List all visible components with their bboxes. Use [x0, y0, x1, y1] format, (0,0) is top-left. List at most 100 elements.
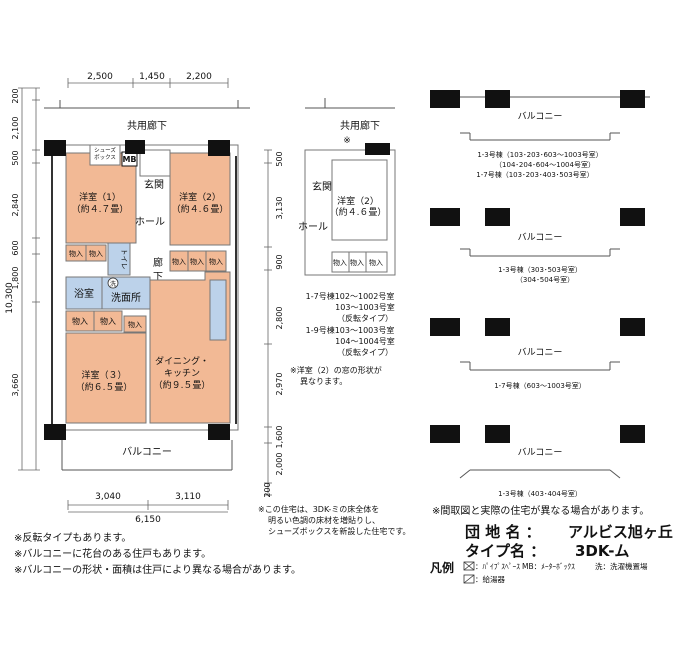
alt-mark: ※ — [343, 136, 351, 146]
balcony-variant-3-caption-1: 1-7号棟（603～1003号室） — [494, 381, 586, 390]
alt-corridor-label: 共用廊下 — [340, 119, 380, 132]
dim-top-3: 2,200 — [186, 72, 212, 82]
dim-top-1: 2,500 — [87, 72, 113, 82]
toilet-label: トイレ — [120, 249, 128, 270]
center-note-3: シューズボックスを新設した住宅です。 — [268, 526, 411, 536]
alt-room-name: 洋室（2） — [337, 195, 379, 207]
alt-storage-3 — [365, 251, 388, 273]
inner-corridor-label-1: 廊 — [153, 256, 163, 269]
left-notes: ※反転タイプもあります。 ※バルコニーに花台のある住戸もあります。 ※バルコニー… — [14, 532, 301, 576]
room-3-size: （約６.５畳） — [76, 381, 133, 393]
left-note-3: ※バルコニーの形状・面積は住戸により異なる場合があります。 — [14, 563, 301, 576]
hall-label: ホール — [135, 216, 165, 228]
balcony-variant-3-label: バルコニー — [518, 347, 563, 358]
room-2 — [169, 152, 231, 246]
shoe-box-label-1: シューズ — [94, 146, 116, 154]
washer-label: 洗 — [110, 280, 116, 288]
balcony-variant-1-caption-3: 1-7号棟（103･203･403･503号室） — [476, 170, 593, 179]
alt-note-1: ※洋室（2）の窓の形状が — [290, 365, 382, 375]
left-dimensions: 200 2,100 500 2,840 600 1,800 3,660 10,3… — [5, 87, 40, 471]
disclaimer: ※間取図と実際の住宅が異なる場合があります。 — [432, 504, 649, 517]
shoe-box — [89, 144, 121, 166]
alt-hall-label: ホール — [298, 221, 328, 233]
dim-left-1: 200 — [11, 88, 20, 103]
legend-heater: ：給湯器 — [475, 574, 505, 584]
legend-ps: ：ﾊﾟｲﾌﾟｽﾍﾟｰｽ — [475, 562, 520, 571]
dim-right-8: 200 — [263, 482, 272, 497]
dim-left-2: 2,100 — [11, 117, 20, 140]
dk-name-2: キッチン — [164, 368, 200, 379]
danchi-value: アルビス旭ヶ丘 — [568, 523, 673, 541]
balcony-variant-2-label: バルコニー — [518, 232, 563, 243]
dim-left-6: 1,800 — [11, 267, 20, 290]
dim-left-3: 500 — [11, 150, 20, 165]
balcony-variant-4-label: バルコニー — [518, 447, 563, 458]
main-corridor-label: 共用廊下 — [127, 119, 167, 132]
storage-4-label: 物入 — [190, 257, 204, 266]
main-plan: 共用廊下 洋室（1） （約４.７畳） シューズ ボックス MB 玄関 ホール 洋… — [44, 100, 250, 471]
washroom-label: 洗面所 — [111, 292, 141, 304]
washer-marker — [107, 277, 119, 289]
storage-3-label: 物入 — [172, 257, 186, 266]
room-1-size: （約４.７畳） — [72, 203, 129, 215]
balcony-variant-1-caption-2: （104･204･604～1004号室） — [495, 160, 595, 169]
alt-caption-6: （反転タイプ） — [337, 347, 393, 357]
storage-8 — [123, 315, 147, 333]
legend-title: 凡例 — [430, 560, 454, 575]
dim-right-6: 1,600 — [275, 426, 284, 449]
alt-storage-3-label: 物入 — [369, 258, 383, 267]
room-2-size: （約４.６畳） — [172, 203, 229, 215]
storage-8-label: 物入 — [128, 320, 142, 329]
right-dimensions: 500 3,130 900 2,800 2,970 1,600 2,000 20… — [263, 149, 284, 498]
dim-left-7: 3,660 — [11, 374, 20, 397]
dk-name-1: ダイニング・ — [155, 355, 209, 367]
dim-right-1: 500 — [275, 151, 284, 166]
alt-caption-2: 103～1003号室 — [335, 302, 395, 312]
entrance — [139, 149, 171, 177]
dim-left-5: 600 — [11, 240, 20, 255]
toilet — [107, 242, 131, 276]
alt-room-size: （約４.６畳） — [330, 206, 387, 218]
storage-2-label: 物入 — [89, 249, 103, 258]
storage-7-label: 物入 — [100, 316, 116, 326]
storage-5 — [205, 250, 227, 272]
alt-entrance-label: 玄関 — [312, 180, 332, 193]
left-note-2: ※バルコニーに花台のある住戸もあります。 — [14, 547, 211, 560]
alt-storage-1-label: 物入 — [333, 258, 347, 267]
storage-5-label: 物入 — [209, 257, 223, 266]
meter-box-label: MB — [122, 155, 136, 164]
alt-caption-1: 1-7号棟102～1002号室 — [306, 291, 395, 301]
alt-caption-4: 1-9号棟103～1003号室 — [306, 325, 395, 335]
title-block: ※間取図と実際の住宅が異なる場合があります。 団 地 名 ： アルビス旭ヶ丘 タ… — [430, 504, 673, 584]
dim-left-4: 2,840 — [11, 194, 20, 217]
bath-label: 浴室 — [74, 287, 94, 300]
room-1-name: 洋室（1） — [79, 191, 121, 203]
balcony-variant-2-caption-2: （304･504号室） — [516, 275, 574, 284]
alt-storage-2-label: 物入 — [350, 258, 364, 267]
storage-2 — [85, 244, 107, 262]
type-label: タイプ名 ： — [465, 542, 545, 560]
room-2-name: 洋室（2） — [179, 191, 221, 203]
alt-note-2: 異なります。 — [300, 377, 347, 386]
inner-corridor-label-2: 下 — [153, 272, 163, 283]
storage-6-label: 物入 — [72, 316, 88, 326]
shoe-box-label-2: ボックス — [94, 153, 116, 161]
dim-right-5: 2,970 — [275, 373, 284, 396]
legend-washer: 洗：洗濯機置場 — [595, 561, 648, 571]
balcony-variant-2-caption-1: 1-3号棟（303･503号室） — [498, 265, 582, 274]
dim-left-total: 10,300 — [5, 282, 15, 314]
center-note-2: 明るい色調の床材を増貼りし、 — [268, 515, 380, 525]
kitchen-counter — [209, 279, 227, 341]
balcony-variants: バルコニー 1-3号棟（103･203･603～1003号室） （104･204… — [430, 90, 650, 498]
top-dimensions: 2,500 1,450 2,200 — [67, 72, 229, 88]
dk-size: （約９.５畳） — [154, 379, 211, 391]
alt-caption-3: （反転タイプ） — [337, 313, 393, 323]
alt-caption-5: 104～1004号室 — [335, 336, 395, 346]
danchi-label: 団 地 名 ： — [465, 523, 541, 541]
dim-bottom-1: 3,040 — [95, 492, 121, 502]
bottom-dimensions: 3,040 3,110 6,150 — [67, 492, 229, 525]
center-note: ※この住宅は、3DK-ミの床全体を 明るい色調の床材を増貼りし、 シューズボック… — [258, 504, 411, 536]
legend-mb: MB：ﾒｰﾀｰﾎﾞｯｸｽ — [522, 562, 575, 571]
storage-7 — [93, 310, 123, 332]
